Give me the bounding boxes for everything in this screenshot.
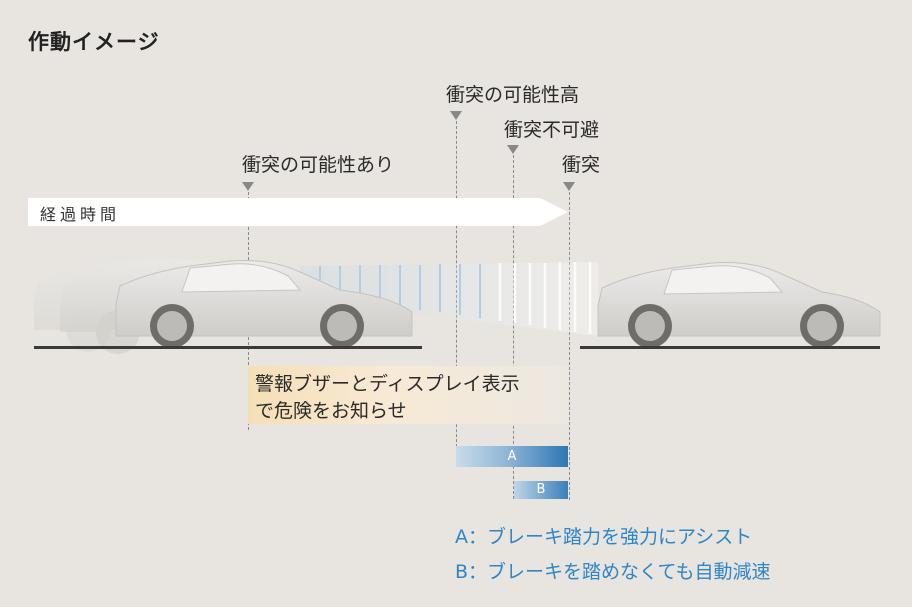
target-car (597, 262, 881, 348)
road-line-right (580, 346, 880, 349)
diagram-title: 作動イメージ (28, 30, 160, 54)
guide-line-unavoidable (513, 155, 514, 499)
ego-car (115, 260, 413, 348)
warning-text-line2: で危険をお知らせ (255, 400, 407, 422)
legend-a: A：ブレーキ踏力を強力にアシスト (455, 526, 753, 548)
scene-illustration (34, 257, 881, 354)
stage-label-collision-high: 衝突の可能性高 (446, 84, 580, 106)
road-line-left (34, 346, 422, 349)
marker-possible (242, 182, 254, 191)
warning-text-line1: 警報ブザーとディスプレイ表示 (255, 373, 520, 395)
radar-beam (300, 262, 598, 336)
timeline-bar (28, 198, 540, 226)
legend-b: B：ブレーキを踏めなくても自動減速 (455, 561, 771, 583)
timeline-arrowhead (540, 198, 568, 226)
auto-brake-bar-b: B (514, 481, 568, 499)
marker-unavoidable (507, 145, 519, 154)
marker-high (450, 111, 462, 120)
marker-collision (563, 182, 575, 191)
timeline-label: 経過時間 (40, 205, 121, 224)
stage-label-collision-unavoidable: 衝突不可避 (504, 119, 600, 141)
warning-box (248, 366, 568, 424)
brake-assist-bar-a: A (456, 446, 568, 467)
stage-label-collision-possible: 衝突の可能性あり (242, 154, 395, 176)
stage-label-collision: 衝突 (562, 154, 601, 176)
guide-line-collision (569, 192, 570, 500)
